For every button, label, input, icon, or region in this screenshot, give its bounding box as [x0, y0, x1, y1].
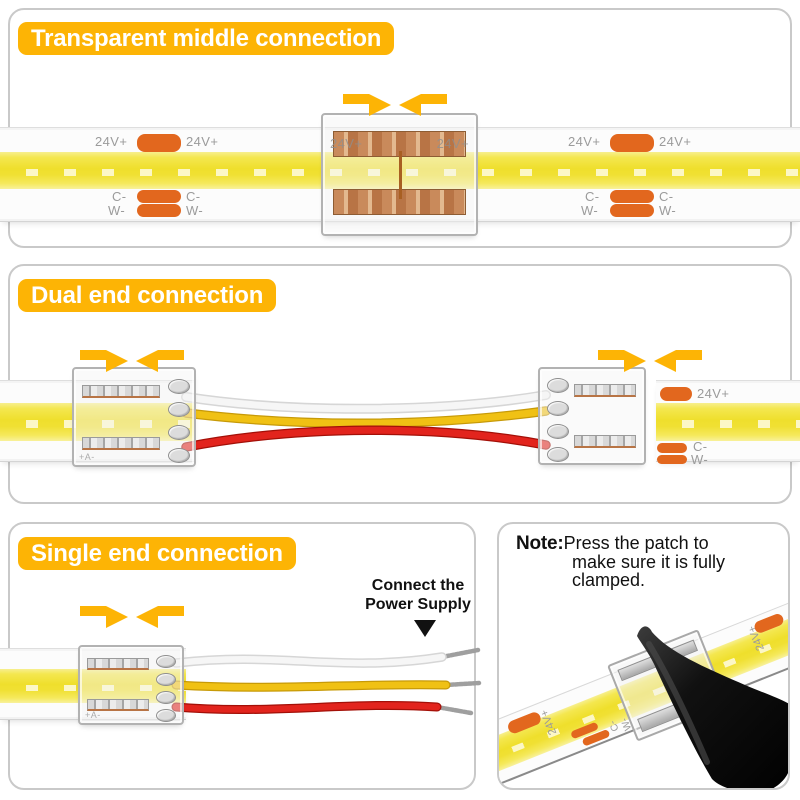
arrow-right-icon: [343, 94, 391, 116]
strip-label-c: C-: [585, 189, 600, 204]
single-end-clip-connector: +A-: [78, 645, 184, 725]
arrow-right-icon: [598, 350, 646, 372]
strip-label-24v: 24V+: [95, 134, 128, 149]
wire-slot: [168, 448, 190, 463]
arrow-left-icon: [399, 94, 447, 116]
cob-stripe: [0, 669, 186, 703]
wire-slot: [168, 402, 190, 417]
section-title-dual: Dual end connection: [18, 279, 277, 312]
strip-label-c: C-: [693, 439, 708, 454]
section-title-single: Single end connection: [18, 537, 296, 570]
strip-label-w: W-: [186, 203, 204, 218]
connector-marking: +A-: [79, 452, 95, 462]
wire-slot: [156, 709, 176, 722]
solder-pad: [610, 134, 654, 152]
solder-pad: [137, 134, 181, 152]
arrow-right-icon: [80, 350, 128, 372]
strip-label-24v: 24V+: [659, 134, 692, 149]
copper-contact: [82, 437, 160, 450]
solder-pad: [657, 455, 687, 464]
cob-stripe: [656, 403, 800, 441]
arrow-right-icon: [80, 606, 128, 628]
strip-label-w: W-: [581, 203, 599, 218]
note-text: Note:Press the patch to make sure it is …: [516, 533, 726, 590]
strip-label-c: C-: [186, 189, 201, 204]
cob-stripe: [0, 403, 194, 441]
strip-label-24v: 24V+: [436, 136, 469, 151]
copper-contact: [574, 435, 636, 448]
press-arrows: [598, 350, 702, 372]
strip-label-24v: 24V+: [568, 134, 601, 149]
solder-pad: [657, 443, 687, 453]
strip-junction-seam: [399, 151, 402, 199]
panel-note: Note:Press the patch to make sure it is …: [497, 522, 790, 790]
wire-slot: [547, 378, 569, 393]
copper-contact: [82, 385, 160, 398]
copper-contact: [87, 658, 149, 670]
tool-highlight: [646, 641, 710, 765]
tool-body: [637, 626, 788, 788]
solder-pad: [137, 190, 181, 203]
wire-slot: [168, 425, 190, 440]
solder-pad: [610, 204, 654, 217]
wire-slot: [168, 379, 190, 394]
pressing-tool: [637, 626, 788, 788]
callout-line1: Connect the: [371, 577, 465, 594]
note-label: Note:: [516, 533, 564, 554]
middle-clip-connector: 24V+ 24V+: [321, 113, 478, 236]
dual-left-clip-connector: +A-: [72, 367, 196, 467]
wire-slot: [156, 673, 176, 686]
wire-slot: [547, 447, 569, 462]
solder-pad: [137, 204, 181, 217]
solder-pad: [610, 190, 654, 203]
strip-label-24v: 24V+: [330, 136, 363, 151]
strip-label-w: W-: [691, 452, 709, 467]
wire-slot: [156, 691, 176, 704]
dual-right-clip-connector: [538, 367, 646, 465]
strip-label-c: C-: [659, 189, 674, 204]
solder-pad: [660, 387, 692, 401]
wire-slot: [547, 424, 569, 439]
strip-label-24v: 24V+: [697, 386, 730, 401]
arrow-left-icon: [136, 350, 184, 372]
arrow-left-icon: [136, 606, 184, 628]
press-arrows: [343, 94, 447, 116]
press-arrows: [80, 350, 184, 372]
copper-contact: [574, 384, 636, 397]
connector-marking: +A-: [85, 710, 101, 720]
strip-label-w: W-: [659, 203, 677, 218]
callout-connect-power-supply: Connect the Power Supply: [352, 576, 484, 614]
press-arrows: [80, 606, 184, 628]
strip-label-w: W-: [108, 203, 126, 218]
section-title-middle: Transparent middle connection: [18, 22, 395, 55]
down-triangle-icon: [414, 620, 436, 637]
copper-contact: [87, 699, 149, 711]
arrow-left-icon: [654, 350, 702, 372]
strip-label-24v: 24V+: [186, 134, 219, 149]
callout-line2: Power Supply: [365, 596, 471, 613]
wire-slot: [156, 655, 176, 668]
wire-slot: [547, 401, 569, 416]
strip-label-c: C-: [112, 189, 127, 204]
